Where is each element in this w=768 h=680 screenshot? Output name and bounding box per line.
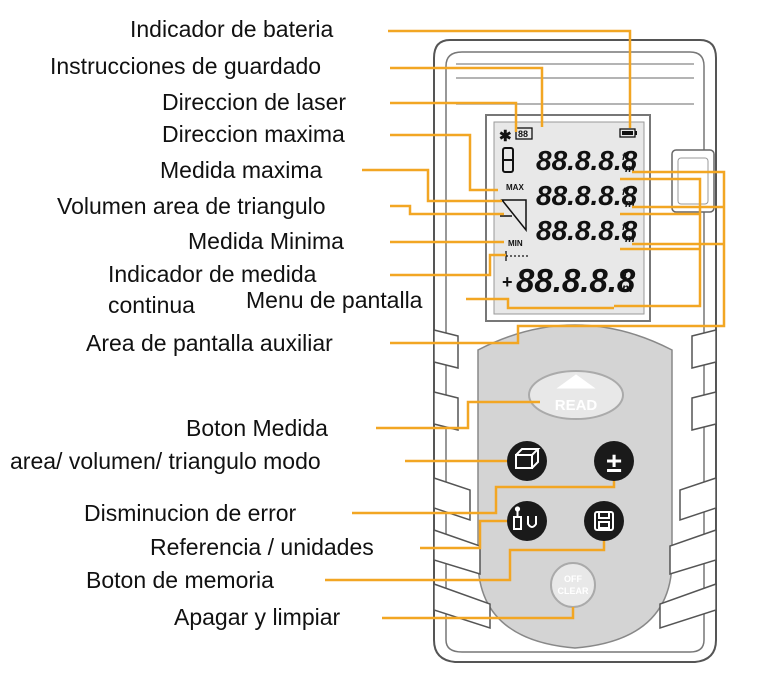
label-continuous-line-1: Indicador de medida (108, 261, 317, 287)
leader-error (352, 481, 616, 515)
max-tag: MAX (506, 183, 524, 192)
lcd-main-digits: 88.8.8.8 (516, 262, 636, 299)
lcd-row-3-unit-m: m (625, 233, 635, 245)
lcd-screen (493, 121, 645, 315)
label-continuous-line-2: continua (108, 292, 195, 318)
leader-memory (325, 541, 606, 582)
read-button[interactable]: READ (528, 370, 624, 420)
side-clip-inner (677, 157, 709, 205)
battery-icon-tip (635, 131, 637, 135)
label-measure-button: Boton Medida (186, 415, 328, 441)
device-inner-shell (445, 51, 705, 653)
battery-icon-fill (622, 131, 633, 135)
leader-aux-1 (390, 170, 726, 345)
leader-max-measure (362, 168, 502, 203)
label-storage-instructions: Instrucciones de guardado (50, 53, 322, 79)
label-reference-units: Referencia / unidades (150, 534, 374, 560)
lcd-row-3-digits: 88.8.8.8 (536, 215, 638, 246)
label-mode: area/ volumen/ triangulo modo (10, 448, 321, 474)
label-battery-indicator: Indicador de bateria (130, 16, 334, 42)
leader-laser (390, 101, 518, 132)
leader-lines (325, 29, 726, 620)
label-max-measure: Medida maxima (160, 157, 323, 183)
leader-max-dir (390, 133, 498, 192)
label-min-measure: Medida Minima (188, 228, 344, 254)
lcd-row-2-digits: 88.8.8.8 (536, 180, 638, 211)
leader-read (376, 400, 540, 430)
plus-sign: + (502, 272, 513, 292)
triangle-area-icon (500, 199, 527, 233)
plus-minus-icon: ± (606, 447, 621, 478)
min-tag: MIN (508, 239, 523, 248)
lcd-row-1-digits: 88.8.8.8 (536, 145, 638, 176)
leader-menu-1 (614, 177, 702, 308)
error-reduce-button[interactable]: ± (594, 441, 634, 481)
label-memory-button: Boton de memoria (86, 567, 274, 593)
memory-button[interactable] (584, 501, 624, 541)
read-button-label: READ (555, 397, 598, 414)
label-off-clear: Apagar y limpiar (174, 604, 341, 630)
label-laser-direction: Direccion de laser (162, 89, 347, 115)
label-screen-menu: Menu de pantalla (246, 287, 423, 313)
reference-units-button[interactable] (507, 501, 547, 541)
lcd-row-1-unit-ft: ft (622, 152, 629, 163)
lcd-main-unit-ft: ft (620, 269, 629, 281)
label-aux-screen-area: Area de pantalla auxiliar (86, 330, 333, 356)
off-label: OFF (564, 574, 582, 584)
memory-indicator: 88 (518, 129, 528, 139)
area-volume-mode-button[interactable] (507, 441, 547, 481)
leader-battery (388, 29, 632, 128)
reference-units-icon (513, 506, 537, 530)
memory-indicator-box (515, 127, 533, 140)
save-icon (594, 511, 614, 531)
lcd-content: ✱ 88 88.8.8.8 ft m MAX 88.8.8.8 ft m 88.… (499, 127, 638, 299)
leader-storage (390, 66, 544, 127)
leader-reference (420, 519, 507, 550)
leader-continuous (390, 253, 506, 277)
lcd-row-3-unit-ft: ft (622, 222, 629, 233)
lcd-row-2-unit-ft: ft (622, 187, 629, 198)
lcd-main-unit-m: m (622, 281, 633, 295)
lcd-row-1-unit-m: m (625, 163, 635, 175)
leader-off (382, 607, 575, 620)
lcd-row-2-unit-m: m (625, 198, 635, 210)
label-triangle-volume: Volumen area de triangulo (57, 193, 326, 219)
label-error-reduction: Disminucion de error (84, 500, 297, 526)
area-volume-icon (515, 448, 541, 469)
up-arrow-icon (556, 374, 596, 389)
clear-label: CLEAR (558, 586, 589, 596)
off-clear-button[interactable]: OFF CLEAR (550, 562, 596, 608)
laser-direction-icon: ✱ (499, 128, 512, 145)
right-grips (659, 329, 717, 630)
side-clip (671, 149, 715, 213)
label-max-direction: Direccion maxima (162, 121, 345, 147)
leader-menu-a (466, 297, 614, 310)
leader-triangle (390, 204, 504, 216)
